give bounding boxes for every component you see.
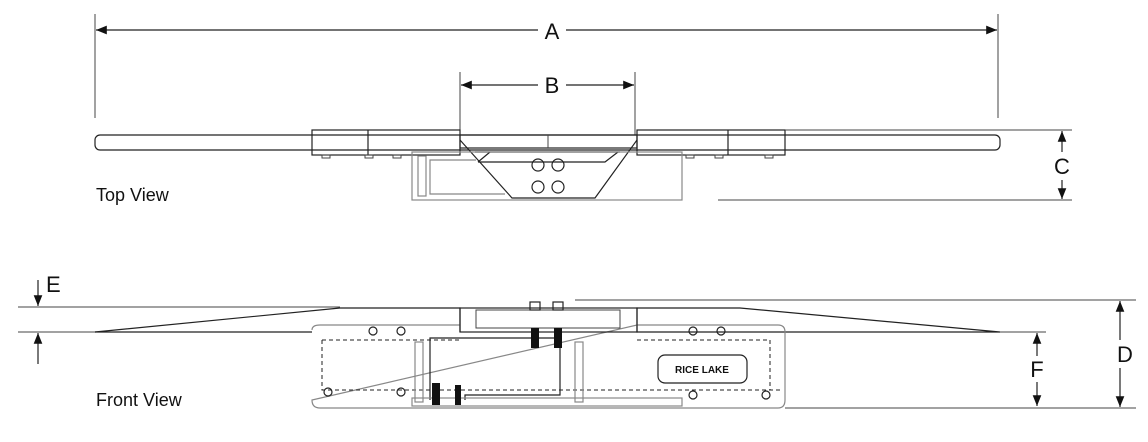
top-view-label: Top View bbox=[96, 185, 170, 205]
dimension-b-label: B bbox=[545, 73, 560, 98]
dimension-a: A bbox=[94, 14, 999, 118]
dimension-f-label: F bbox=[1030, 357, 1043, 382]
dimension-c: C bbox=[718, 129, 1072, 201]
rice-lake-logo: RICE LAKE bbox=[675, 365, 729, 376]
rice-lake-logo-plate bbox=[657, 354, 748, 384]
front-view-drawing: RICE LAKE bbox=[94, 301, 1001, 409]
dimension-f: F bbox=[1000, 331, 1046, 406]
dimension-c-label: C bbox=[1054, 154, 1070, 179]
dimension-e: E bbox=[18, 272, 340, 364]
front-view-label: Front View bbox=[96, 390, 183, 410]
top-view-drawing bbox=[94, 129, 1001, 201]
dimension-d-label: D bbox=[1117, 342, 1133, 367]
dimension-a-label: A bbox=[545, 19, 560, 44]
dimension-d: D bbox=[575, 299, 1136, 409]
dimension-b: B bbox=[459, 72, 636, 135]
dimension-e-label: E bbox=[46, 272, 61, 297]
